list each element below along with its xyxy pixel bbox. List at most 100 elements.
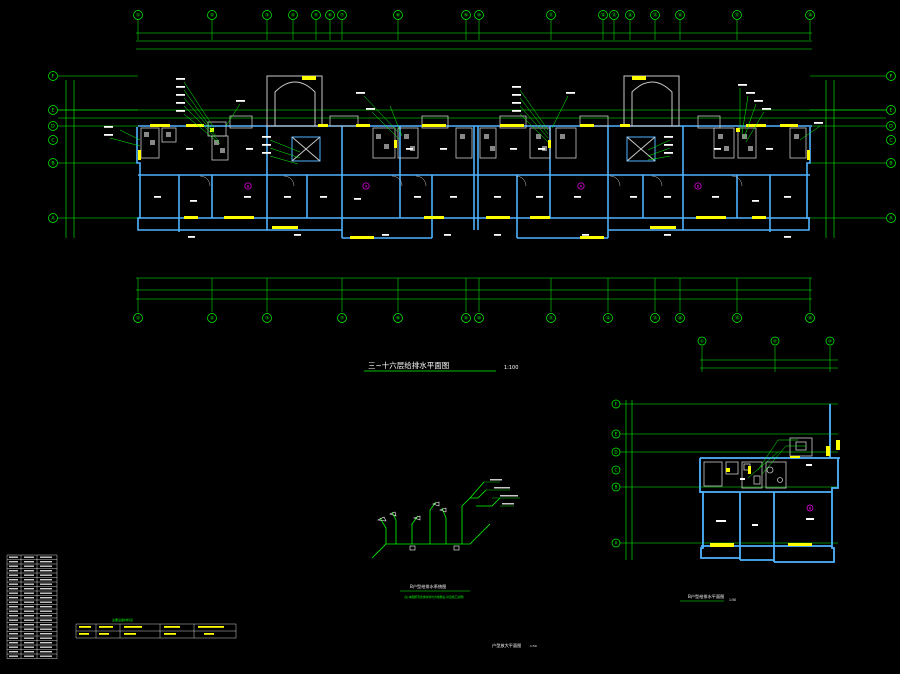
room-label-1: [154, 196, 161, 198]
detail-row-axis-C-label: C: [615, 468, 618, 473]
stair-core-right: [623, 75, 680, 162]
pipe-mark-17: [424, 216, 444, 219]
fixture-detail-20: [794, 134, 799, 139]
pipe-mark-3: [302, 76, 316, 80]
door-arc-2: [283, 175, 295, 187]
bottom-title-scale: 1:50: [530, 644, 537, 648]
room-label-19: [406, 148, 413, 150]
leader-16: [519, 113, 549, 143]
top-axis-6-label: ⑥: [328, 13, 332, 19]
left-dimension-lines: [65, 80, 835, 238]
left-row-axis-A-label: A: [51, 216, 55, 222]
bottom-axis-11-label: ⑭: [678, 315, 683, 322]
right-row-axis-E: E: [886, 105, 896, 115]
detail-row-axis-D-label: D: [614, 450, 617, 455]
room-label-30: [582, 234, 589, 236]
legend-cell-b-17: [24, 628, 34, 630]
equipment-table-title: 主要设备材料表: [112, 617, 133, 622]
room-label-7: [414, 196, 421, 198]
door-arc-7: [651, 175, 663, 187]
detail-row-axis-A: A: [611, 538, 621, 548]
legend-cell-a-18: [9, 633, 18, 635]
fixture-detail-6: [376, 134, 381, 139]
top-axis-8-label: ⑧: [396, 13, 400, 19]
main-plan-title: 三~十六层给排水平面图: [368, 360, 449, 370]
fixture-detail-17: [724, 146, 729, 151]
legend-cell-c-12: [40, 606, 52, 608]
room-label-14: [712, 196, 719, 198]
legend-cell-c-10: [40, 597, 52, 599]
legend-cell-a-17: [9, 628, 18, 630]
fixture-block-9: [455, 127, 473, 159]
legend-cell-a-4: [9, 570, 18, 572]
top-axis-7-label: ⑦: [340, 13, 344, 19]
legend-cell-b-23: [24, 655, 34, 657]
legend-cell-c-20: [40, 642, 52, 644]
leader-20: [647, 155, 671, 161]
legend-cell-a-11: [9, 601, 18, 603]
pipe-mark-6: [422, 124, 446, 127]
top-axis-11-label: ⑪: [549, 12, 554, 19]
bottom-axis-12-label: ⑮: [735, 315, 740, 322]
legend-cell-a-20: [9, 642, 18, 644]
legend-cell-b-13: [24, 610, 34, 612]
legend-cell-a-10: [9, 597, 18, 599]
door-arc-4: [415, 175, 427, 187]
leader-22: [741, 95, 749, 135]
fixture-detail-1: [144, 132, 149, 137]
legend-table-left: [6, 554, 58, 659]
right-row-axis-F-label: F: [890, 74, 893, 80]
leader-tag-7: [356, 92, 365, 94]
room-label-16: [784, 196, 791, 198]
door-arc-8: [731, 175, 743, 187]
bottom-axis-2-label: ②: [210, 316, 214, 322]
leader-tag-18: [814, 122, 823, 124]
pipe-mark-24: [138, 150, 141, 160]
bottom-axis-7-label: ⑩: [477, 316, 481, 322]
legend-cell-c-23: [40, 655, 52, 657]
legend-cell-b-16: [24, 624, 34, 626]
room-label-4: [284, 196, 291, 198]
legend-cell-b-11: [24, 601, 34, 603]
bottom-axis-10-label: ⑬: [653, 315, 658, 322]
leader-7: [269, 139, 301, 153]
fixture-block-10: [479, 127, 497, 159]
legend-cell-c-1: [40, 556, 52, 558]
fixture-detail-2: [150, 140, 155, 145]
legend-cell-c-15: [40, 619, 52, 621]
room-label-3: [244, 196, 251, 198]
room-label-15: [752, 200, 759, 202]
top-axis-14-label: ⑭: [628, 12, 633, 19]
leader-tag-20: [104, 134, 113, 136]
pipe-mark-12: [780, 124, 798, 127]
pipe-mark-10: [632, 76, 646, 80]
left-row-axis-D: D: [48, 121, 58, 131]
fixture-block-8: [421, 115, 449, 129]
right-row-axis-A-label: A: [889, 216, 893, 222]
leader-tag-26: [262, 152, 271, 154]
right-row-axis-D-label: D: [889, 124, 893, 130]
fixture-block-1: [140, 127, 160, 159]
detail-plan-scale: 1:50: [729, 598, 736, 602]
plumbing-fixtures: [140, 115, 807, 187]
legend-cell-b-20: [24, 642, 34, 644]
left-row-axis-A: A: [48, 213, 58, 223]
legend-cell-a-13: [9, 610, 18, 612]
unit-marker-label-2: A: [365, 183, 368, 188]
legend-cell-b-6: [24, 579, 34, 581]
fixture-block-17: [789, 127, 807, 159]
system-label-text: [490, 479, 518, 505]
room-label-9: [494, 196, 501, 198]
detail-leaders: [747, 439, 806, 479]
legend-cell-b-8: [24, 588, 34, 590]
legend-cell-b-3: [24, 565, 34, 567]
pipe-leader-annotations: [104, 78, 823, 165]
legend-cell-b-10: [24, 597, 34, 599]
left-row-axis-E-label: E: [52, 108, 55, 114]
room-label-31: [664, 234, 671, 236]
top-axis-2: ②: [207, 10, 217, 20]
legend-cell-b-2: [24, 561, 34, 563]
unit-marker-label-4: B: [697, 183, 700, 188]
